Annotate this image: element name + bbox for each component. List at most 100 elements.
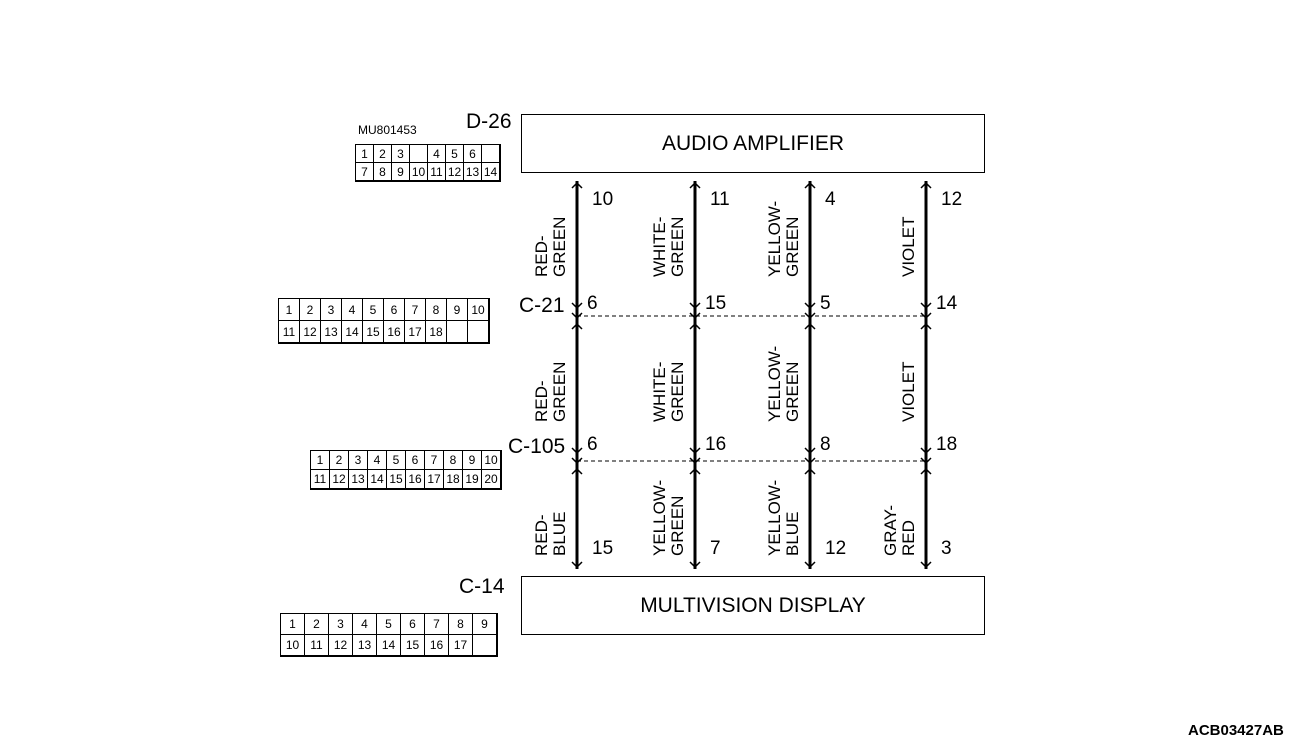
connector-pin-cell: 1 <box>356 145 374 163</box>
connector-pin-cell: 4 <box>368 451 387 470</box>
connector-pin-cell: 12 <box>300 321 321 343</box>
connector-pin-cell: 13 <box>464 163 482 181</box>
wire-color-text: YELLOW- <box>765 200 784 277</box>
wire-color-text: BLUE <box>550 511 569 556</box>
connector-pin-cell: 6 <box>401 614 425 635</box>
connector-pin-cell: 7 <box>425 614 449 635</box>
wire-terminal-mark <box>571 467 583 475</box>
wire-terminal-mark <box>920 457 932 465</box>
connector-id-c14: C-14 <box>459 575 505 598</box>
connector-pin-cell <box>473 635 497 656</box>
wire-color-text: RED <box>899 520 918 556</box>
connector-pin-cell: 8 <box>374 163 392 181</box>
connector-pin-cell <box>468 321 489 343</box>
connector-pin-cell: 1 <box>279 299 300 321</box>
connector-pin-cell: 9 <box>463 451 482 470</box>
wire-terminal-mark <box>920 302 932 310</box>
connector-pin-cell: 13 <box>349 470 368 489</box>
pin-number-c21: 5 <box>820 293 831 314</box>
connector-pin-cell: 11 <box>311 470 330 489</box>
connector-pin-cell: 7 <box>356 163 374 181</box>
connector-pin-cell: 1 <box>311 451 330 470</box>
wire-color-text: GREEN <box>550 216 569 277</box>
pin-number-c105: 18 <box>936 434 958 455</box>
wire-color-label: YELLOW-GREEN <box>650 480 687 556</box>
connector-id-c21: C-21 <box>519 294 565 317</box>
wire-color-label: VIOLET <box>899 217 918 277</box>
connector-pin-cell: 13 <box>353 635 377 656</box>
connector-pin-cell: 3 <box>392 145 410 163</box>
connector-id-c105: C-105 <box>508 435 566 458</box>
wire-terminal-mark <box>804 467 816 475</box>
wire-terminal-mark <box>920 181 932 189</box>
connector-pin-cell: 15 <box>387 470 406 489</box>
wire-color-text: BLUE <box>783 511 802 556</box>
connector-pin-cell: 3 <box>349 451 368 470</box>
wire-terminal-mark <box>804 312 816 320</box>
connector-splice-lines <box>577 315 926 462</box>
wire-color-label: GRAY-RED <box>881 505 918 556</box>
pin-number-c105: 16 <box>705 434 727 455</box>
pin-number-top: 4 <box>825 189 836 210</box>
connector-pin-cell: 4 <box>428 145 446 163</box>
connector-pin-cell: 14 <box>377 635 401 656</box>
connector-pin-cell: 9 <box>447 299 468 321</box>
wire-terminal-mark <box>804 457 816 465</box>
connector-pin-cell: 14 <box>368 470 387 489</box>
connector-id-d26: D-26 <box>466 110 512 133</box>
pin-number-top: 10 <box>592 189 614 210</box>
connector-pin-cell: 8 <box>449 614 473 635</box>
connector-pin-cell: 10 <box>468 299 489 321</box>
wire-terminal-mark <box>571 181 583 189</box>
wire-terminal-mark <box>689 322 701 330</box>
pin-number-bottom: 15 <box>592 538 614 559</box>
figure-code: ACB03427AB <box>1188 722 1284 739</box>
wire-terminal-mark <box>804 181 816 189</box>
connector-pin-cell: 11 <box>428 163 446 181</box>
wire-color-text: GREEN <box>668 361 687 422</box>
wire-terminal-mark <box>804 322 816 330</box>
wire-color-text: GREEN <box>550 361 569 422</box>
connector-pin-cell: 13 <box>321 321 342 343</box>
connector-pin-cell: 5 <box>363 299 384 321</box>
wire-color-text: WHITE- <box>650 361 669 422</box>
connector-pin-cell: 7 <box>405 299 426 321</box>
audio-amplifier-label: AUDIO AMPLIFIER <box>661 131 845 155</box>
wire-terminal-mark <box>920 467 932 475</box>
connector-pin-cell: 15 <box>401 635 425 656</box>
connector-pin-cell: 10 <box>410 163 428 181</box>
pin-number-bottom: 3 <box>941 538 952 559</box>
connector-pin-cell: 10 <box>281 635 305 656</box>
wire-terminal-mark <box>571 302 583 310</box>
wire-terminal-mark <box>804 302 816 310</box>
wire-color-text: VIOLET <box>899 361 918 422</box>
connector-pin-cell: 12 <box>330 470 349 489</box>
wire-color-text: GREEN <box>668 216 687 277</box>
wire-terminal-mark <box>920 322 932 330</box>
wire-terminal-mark <box>571 322 583 330</box>
connector-pin-cell: 16 <box>384 321 405 343</box>
connector-pin-cell: 12 <box>329 635 353 656</box>
connector-pin-cell: 18 <box>444 470 463 489</box>
wire-color-text: RED- <box>532 514 551 556</box>
connector-pin-cell: 14 <box>482 163 500 181</box>
connector-pin-cell: 10 <box>482 451 501 470</box>
multivision-display-box: MULTIVISION DISPLAY <box>521 576 985 635</box>
connector-pin-cell: 6 <box>464 145 482 163</box>
wire-color-label: YELLOW-BLUE <box>765 480 802 556</box>
wire-color-text: RED- <box>532 235 551 277</box>
wire-color-label: VIOLET <box>899 361 918 422</box>
connector-pin-cell <box>410 145 428 163</box>
connector-pin-cell <box>482 145 500 163</box>
connector-pin-cell: 5 <box>377 614 401 635</box>
wire-color-label: RED-BLUE <box>532 511 569 556</box>
connector-pin-cell: 5 <box>387 451 406 470</box>
connector-pin-cell: 19 <box>463 470 482 489</box>
pin-number-c105: 6 <box>587 434 598 455</box>
connector-pin-cell: 2 <box>374 145 392 163</box>
connector-pin-cell: 17 <box>449 635 473 656</box>
pin-number-top: 11 <box>710 189 730 210</box>
multivision-display-label: MULTIVISION DISPLAY <box>640 593 866 617</box>
